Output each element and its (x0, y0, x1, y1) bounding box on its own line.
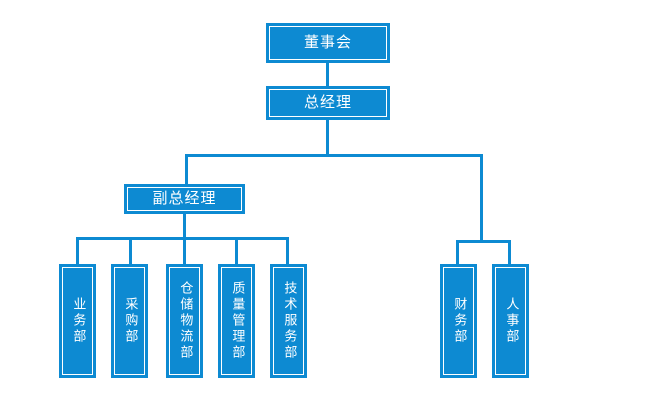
connector-drop-warehouse (183, 237, 186, 264)
connector-drop-quality (235, 237, 238, 264)
node-deputy-general-manager[interactable]: 副总经理 (124, 184, 245, 214)
connector-drop-hr (508, 240, 511, 264)
node-label: 技术服务部 (281, 281, 297, 361)
node-human-resources-department[interactable]: 人事部 (492, 264, 529, 378)
connector-drop-purchasing (129, 237, 132, 264)
connector-main-bus (185, 154, 483, 157)
node-label: 采购部 (122, 297, 138, 345)
node-label: 财务部 (451, 297, 467, 345)
node-general-manager[interactable]: 总经理 (266, 86, 390, 120)
connector-drop-technical (286, 237, 289, 264)
connector-bus-to-right-branch (480, 154, 483, 240)
connector-bus-to-deputy (185, 154, 188, 185)
node-business-department[interactable]: 业务部 (59, 264, 96, 378)
node-label: 质量管理部 (229, 281, 245, 361)
connector-gm-stem (326, 120, 329, 156)
node-label: 仓储物流部 (177, 281, 193, 361)
node-finance-department[interactable]: 财务部 (440, 264, 477, 378)
connector-drop-finance (456, 240, 459, 264)
node-purchasing-department[interactable]: 采购部 (111, 264, 148, 378)
connector-board-to-gm (326, 63, 329, 87)
node-quality-management-department[interactable]: 质量管理部 (218, 264, 255, 378)
connector-deputy-stem (183, 214, 186, 239)
node-label: 副总经理 (152, 189, 217, 208)
node-label: 董事会 (303, 33, 352, 52)
node-board-of-directors[interactable]: 董事会 (266, 23, 390, 63)
node-warehouse-logistics-department[interactable]: 仓储物流部 (166, 264, 203, 378)
node-label: 业务部 (70, 297, 86, 345)
node-label: 总经理 (303, 93, 352, 112)
connector-drop-business (76, 237, 79, 264)
connector-right-bus (456, 240, 511, 243)
node-technical-service-department[interactable]: 技术服务部 (270, 264, 307, 378)
connector-left-bus (76, 237, 289, 240)
node-label: 人事部 (503, 297, 519, 345)
